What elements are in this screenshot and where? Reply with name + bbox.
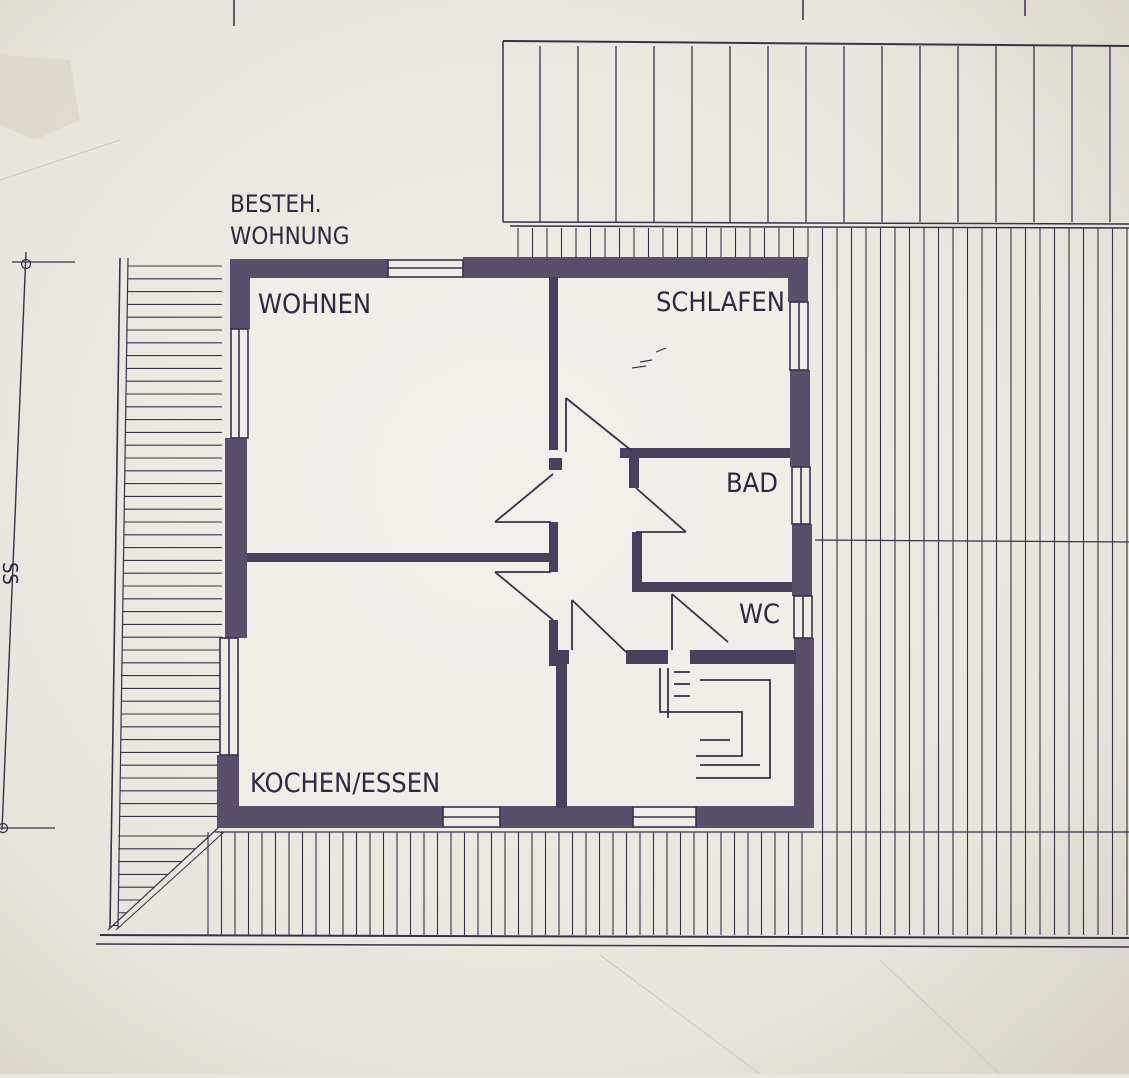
window-left-upper [230, 328, 249, 439]
door-kochen [494, 571, 554, 621]
wall-hall-upper [549, 277, 558, 450]
top-registration-marks [233, 0, 1026, 26]
wall-bad-left-upper [629, 448, 639, 488]
dimension-line [0, 251, 75, 834]
door-bad [635, 487, 687, 533]
wall-bad-left-lower [632, 532, 642, 592]
wall-bottom-right [696, 806, 814, 828]
window-right-schlafen [789, 301, 809, 371]
wall-wc-right [690, 650, 796, 664]
wall-right-lower [794, 638, 814, 828]
window-bottom-left [442, 806, 501, 828]
header-line2: WOHNUNG [230, 222, 349, 250]
window-right-bad [791, 466, 811, 525]
window-right-wc [793, 595, 813, 639]
windows [219, 259, 813, 828]
interior-walls [247, 277, 796, 808]
roof-hatch-bottom [95, 831, 1129, 948]
door-swings [494, 397, 729, 653]
door-wohnen [494, 473, 554, 523]
wall-right-top [788, 257, 808, 302]
room-label-kochen-essen: KOCHEN/ESSEN [250, 768, 440, 799]
staircase [659, 668, 771, 779]
exterior-walls [217, 257, 814, 828]
dimension-text: SS [0, 562, 22, 585]
window-bottom-right [632, 806, 697, 828]
wall-hall-stub-upper [549, 458, 562, 470]
wall-top-left [230, 259, 388, 278]
window-left-lower [219, 637, 239, 756]
wall-right-upper [790, 370, 810, 467]
wall-wc-left [626, 650, 668, 664]
paper-creases [0, 139, 1001, 1075]
wall-bottom-middle [500, 806, 633, 828]
roof-hatch-right [509, 225, 1129, 935]
wall-hall-stub-lower [549, 650, 569, 664]
wall-top-right [463, 257, 808, 278]
wall-hall-lower-a [549, 620, 558, 666]
wall-left-top [230, 259, 250, 329]
room-label-schlafen: SCHLAFEN [656, 287, 785, 318]
door-schlafen [565, 397, 633, 452]
window-top [387, 259, 464, 278]
wall-hall-lower-b [556, 664, 567, 808]
door-store [571, 599, 627, 653]
wall-bottom-left [217, 806, 443, 828]
tape-piece [0, 55, 80, 140]
header-line1: BESTEH. [230, 190, 322, 218]
room-label-bad: BAD [726, 468, 778, 499]
wall-schlafen-bad [620, 448, 790, 458]
roof-hatch-upper [502, 40, 1129, 225]
roof-hatch-left [107, 257, 225, 931]
room-label-wc: WC [739, 599, 780, 630]
room-label-wohnen: WOHNEN [258, 289, 371, 320]
wall-left-middle [225, 438, 247, 638]
door-wc [671, 593, 729, 650]
wall-hall-mid [549, 522, 558, 572]
wall-bad-wc [632, 582, 792, 592]
wall-right-middle [792, 524, 812, 596]
interior-floor [238, 268, 800, 816]
annotation-marks [631, 347, 667, 369]
wall-wohnen-kochen [247, 553, 556, 562]
